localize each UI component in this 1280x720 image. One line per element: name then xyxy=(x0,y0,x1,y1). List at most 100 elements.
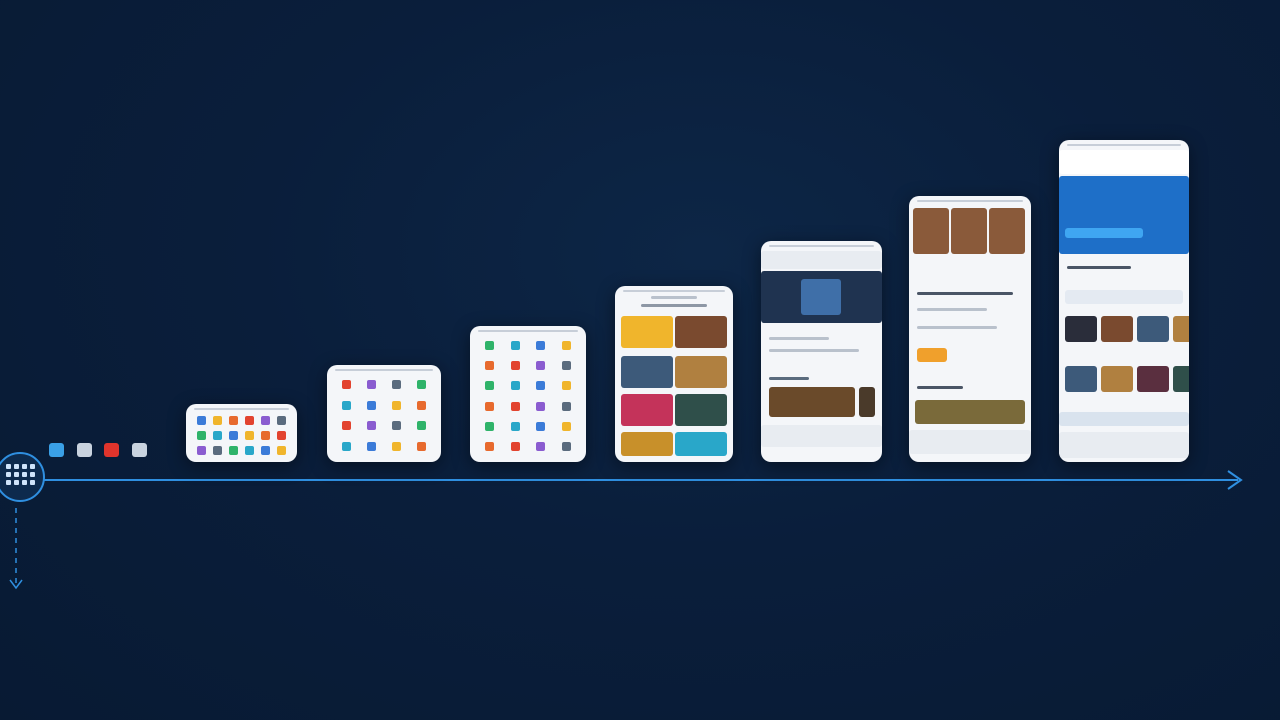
grid-dot xyxy=(30,464,35,469)
app-icon xyxy=(561,381,571,391)
headline xyxy=(917,292,1013,295)
row-label xyxy=(769,377,809,380)
phone-generation-6 xyxy=(909,196,1031,462)
status-bar xyxy=(623,290,725,292)
app-icon xyxy=(485,381,495,391)
app-icon xyxy=(392,379,401,389)
media-tile xyxy=(621,356,673,388)
app-icon xyxy=(417,442,426,452)
portrait-image xyxy=(951,208,987,254)
video-app-icon xyxy=(104,443,119,457)
app-icon xyxy=(485,442,495,452)
app-icon xyxy=(342,421,351,431)
app-icon xyxy=(245,431,255,440)
portrait-image xyxy=(989,208,1025,254)
grid-dot xyxy=(22,464,27,469)
media-tile xyxy=(675,432,727,456)
media-tile xyxy=(675,356,727,388)
app-icon xyxy=(510,442,520,452)
status-bar xyxy=(917,200,1023,202)
app-icon xyxy=(485,421,495,431)
app-icon xyxy=(417,421,426,431)
product-thumb xyxy=(1065,316,1097,342)
feed-image-side xyxy=(859,387,875,417)
grid-dot xyxy=(6,464,11,469)
app-icon xyxy=(367,379,376,389)
section-title xyxy=(1067,266,1131,269)
app-icon xyxy=(536,401,546,411)
app-icon xyxy=(561,360,571,370)
app-icon xyxy=(342,400,351,410)
product-thumb xyxy=(1173,366,1189,392)
grid-dot xyxy=(22,480,27,485)
app-icon xyxy=(392,421,401,431)
status-bar xyxy=(478,330,578,332)
app-icon xyxy=(485,401,495,411)
app-icon xyxy=(342,442,351,452)
app-icon xyxy=(212,416,222,425)
app-icon xyxy=(342,379,351,389)
app-icon xyxy=(536,421,546,431)
origin-grid-dots xyxy=(6,464,35,485)
product-thumb xyxy=(1137,316,1169,342)
header-bar xyxy=(1059,150,1189,174)
app-icon xyxy=(536,360,546,370)
app-icon xyxy=(392,400,401,410)
app-icon xyxy=(261,416,271,425)
app-icon xyxy=(245,416,255,425)
media-tile xyxy=(621,316,673,348)
app-icon xyxy=(561,442,571,452)
app-icon xyxy=(228,446,238,455)
phone-generation-3 xyxy=(470,326,586,462)
app-icon xyxy=(367,421,376,431)
product-thumb xyxy=(1173,316,1189,342)
app-icon xyxy=(417,400,426,410)
app-icon xyxy=(228,416,238,425)
media-tile xyxy=(675,394,727,426)
app-icon xyxy=(261,446,271,455)
promo-button xyxy=(1065,228,1143,238)
status-bar xyxy=(769,245,874,247)
portrait-image xyxy=(913,208,949,254)
product-thumb xyxy=(1137,366,1169,392)
app-icon xyxy=(510,360,520,370)
app-icon xyxy=(510,421,520,431)
app-icon xyxy=(510,340,520,350)
phone-generation-1 xyxy=(186,404,297,462)
phone-generation-5 xyxy=(761,241,882,462)
app-icon xyxy=(510,381,520,391)
tab-bar xyxy=(909,430,1031,454)
app-icon xyxy=(561,401,571,411)
app-icon xyxy=(277,431,287,440)
status-bar xyxy=(194,408,289,410)
app-icon xyxy=(228,431,238,440)
app-icon-grid xyxy=(480,338,576,454)
app-icon xyxy=(245,446,255,455)
app-icon xyxy=(536,442,546,452)
app-icon xyxy=(485,360,495,370)
app-icon xyxy=(485,340,495,350)
app-icon xyxy=(212,431,222,440)
grid-dot xyxy=(14,480,19,485)
product-thumb xyxy=(1101,316,1133,342)
product-thumb xyxy=(1101,366,1133,392)
app-icon xyxy=(277,416,287,425)
app-icon xyxy=(561,340,571,350)
camera-app-icon xyxy=(132,443,147,457)
grid-dot xyxy=(30,472,35,477)
promo-banner xyxy=(1059,176,1189,254)
app-grid-icon xyxy=(0,452,45,502)
grid-dot xyxy=(22,472,27,477)
app-icon xyxy=(536,340,546,350)
media-tile xyxy=(621,432,673,456)
media-tile xyxy=(675,316,727,348)
tab-bar xyxy=(1059,432,1189,458)
byline xyxy=(917,308,987,311)
segmented-control xyxy=(1065,290,1183,304)
status-bar xyxy=(335,369,433,371)
header-subtitle-bar xyxy=(641,304,707,307)
app-icon xyxy=(367,400,376,410)
arrow-right-icon xyxy=(1227,470,1243,490)
section-subtitle xyxy=(769,349,859,352)
